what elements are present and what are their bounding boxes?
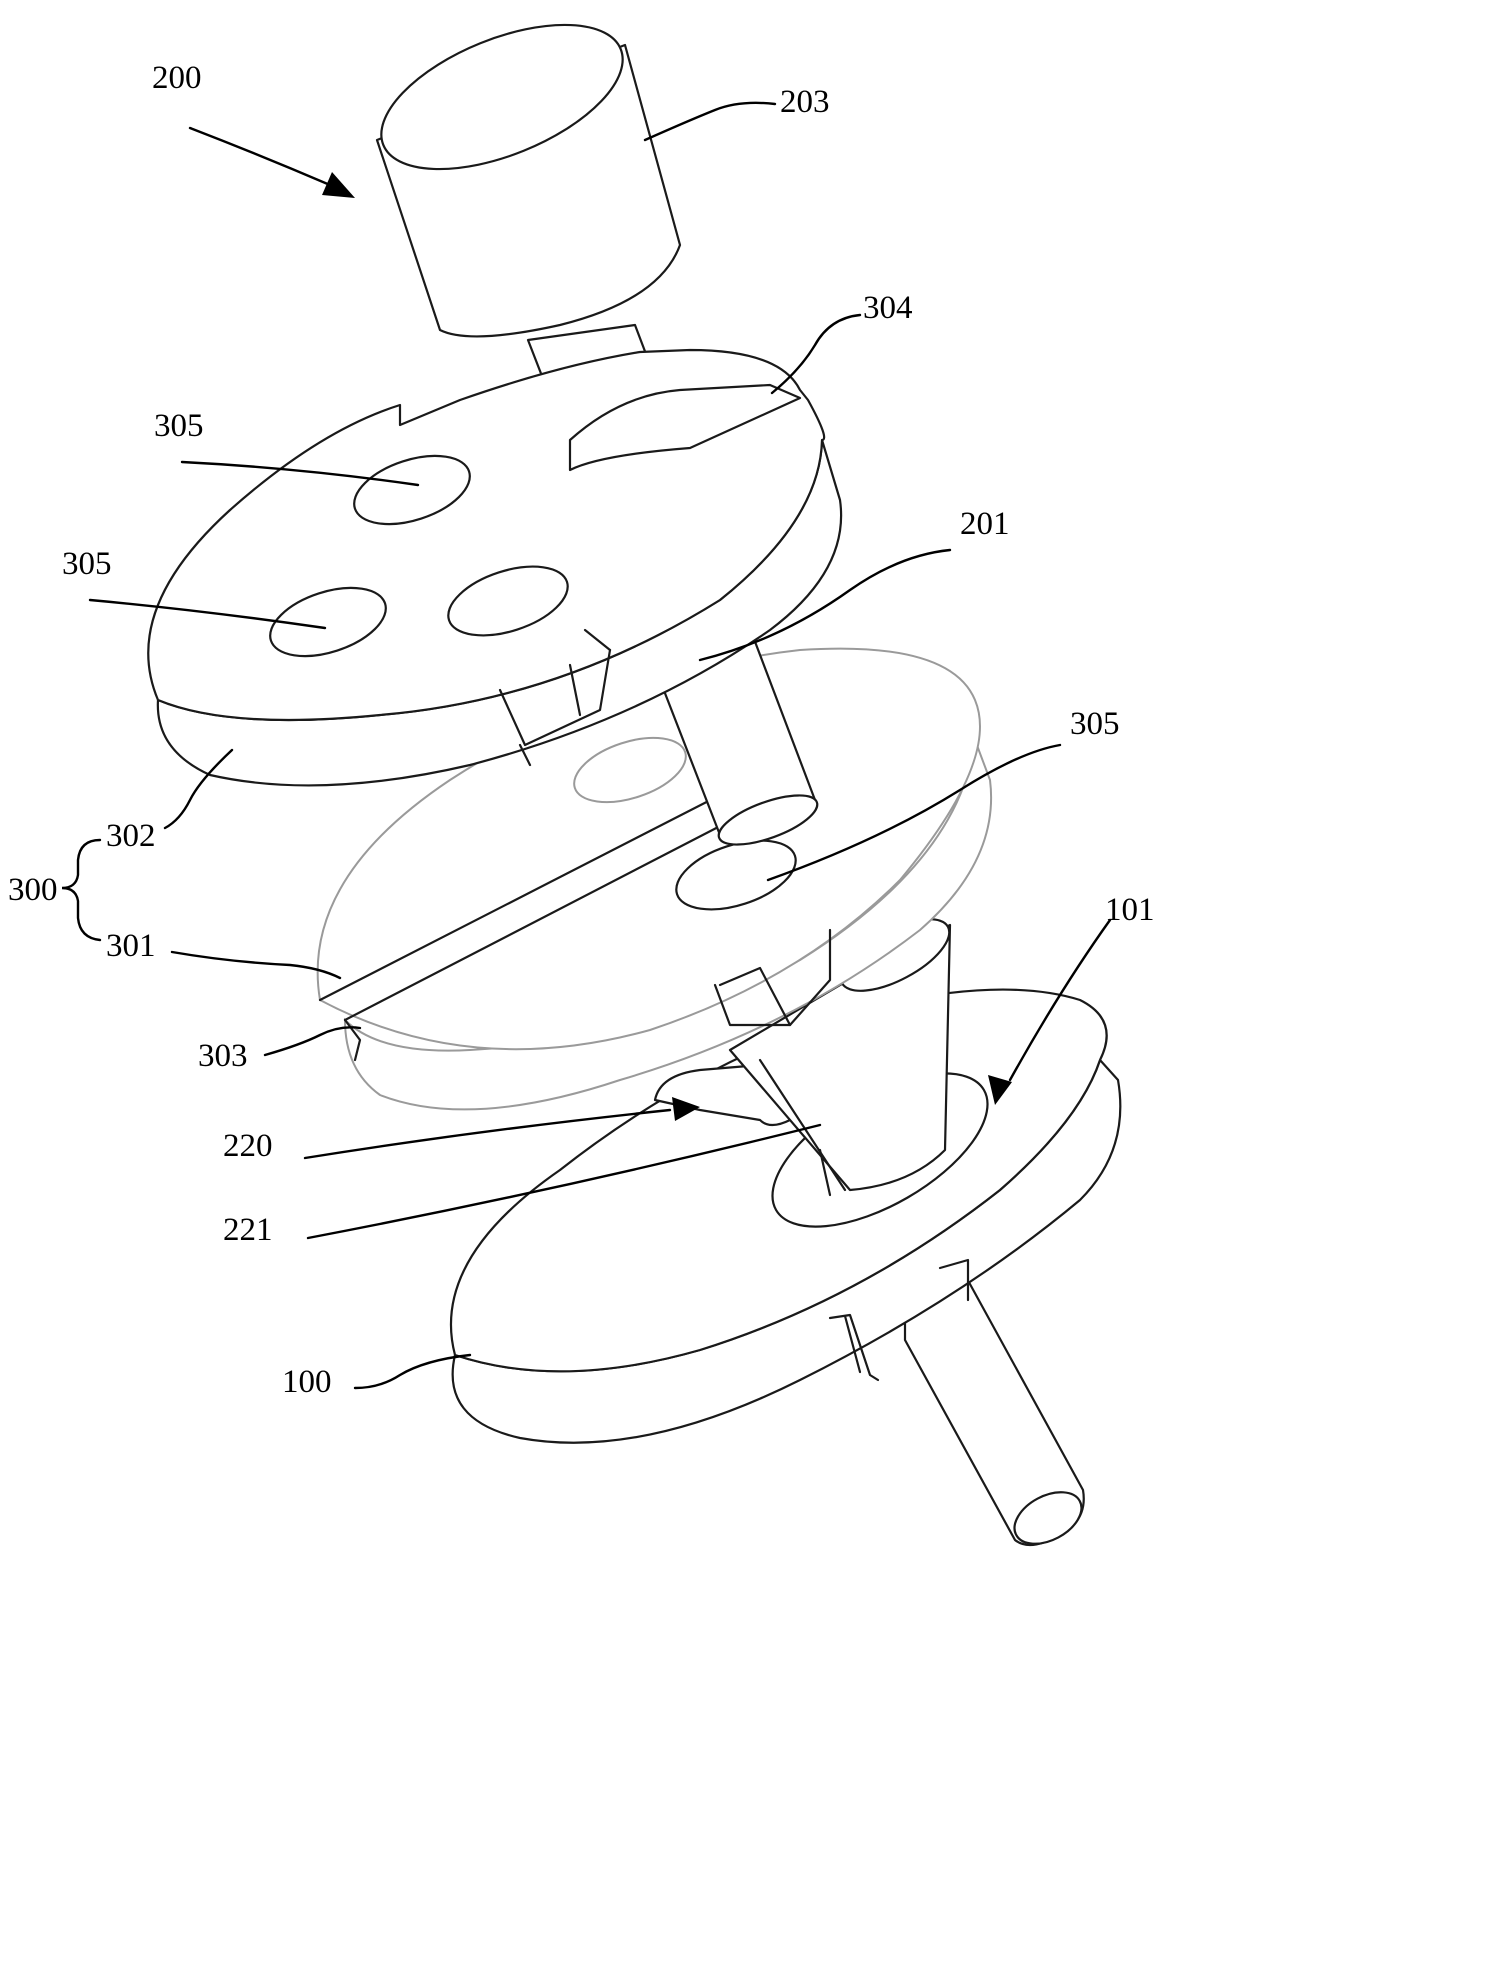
label-203: 203 (780, 84, 830, 120)
plate-301 (316, 647, 993, 1111)
label-305-upper: 305 (154, 408, 204, 444)
label-101: 101 (1105, 892, 1155, 928)
cylinder-203 (375, 23, 682, 338)
label-100: 100 (282, 1364, 332, 1400)
plate-301-hole-1 (573, 736, 687, 804)
plate-302-hole-b (269, 586, 387, 658)
cone-220 (728, 918, 952, 1197)
label-300: 300 (8, 872, 58, 908)
base-shaft-end (1013, 1491, 1083, 1545)
cylinder-203-top (380, 23, 624, 171)
label-221: 221 (223, 1212, 273, 1248)
label-301: 301 (106, 928, 156, 964)
plate-302-hole-c (447, 565, 569, 637)
exploded-assembly-drawing: 200 203 304 305 305 201 305 302 300 101 … (8, 23, 1155, 1547)
plate-302-slot (568, 383, 802, 472)
label-303: 303 (198, 1038, 248, 1074)
label-201: 201 (960, 506, 1010, 542)
shaft-201-bottom (717, 794, 819, 846)
patent-figure: 200 203 304 305 305 201 305 302 300 101 … (8, 23, 1155, 1547)
label-200: 200 (152, 60, 202, 96)
label-304: 304 (863, 290, 913, 326)
reference-numerals: 200 203 304 305 305 201 305 302 300 101 … (8, 60, 1155, 1400)
cone-body (728, 923, 952, 1192)
plate-301-hole-2 (675, 839, 797, 911)
plate-302-hole-a (353, 454, 471, 526)
label-305-left: 305 (62, 546, 112, 582)
label-302: 302 (106, 818, 156, 854)
label-220: 220 (223, 1128, 273, 1164)
callouts (61, 101, 1112, 1390)
label-305-right: 305 (1070, 706, 1120, 742)
split-line (318, 788, 732, 1002)
